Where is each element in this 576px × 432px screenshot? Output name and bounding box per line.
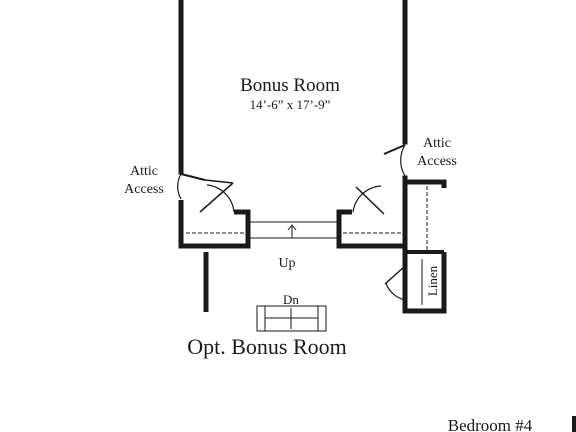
right-landing bbox=[336, 185, 405, 249]
attic-access-left-line2: Access bbox=[124, 182, 164, 197]
stair-down-left-post bbox=[256, 305, 266, 332]
bonus-room-walls bbox=[178, 0, 408, 255]
attic-access-right-line2: Access bbox=[417, 154, 457, 169]
left-landing bbox=[178, 179, 251, 249]
stair-down-symbol bbox=[256, 305, 327, 332]
stair-opening bbox=[248, 221, 339, 239]
linen-door-leaf bbox=[384, 265, 406, 285]
stair-arrow-head bbox=[287, 224, 297, 231]
stair-up-label: Up bbox=[278, 256, 295, 271]
linen-outline bbox=[402, 252, 447, 314]
stair-down-label: Dn bbox=[283, 292, 299, 307]
room-name: Bonus Room bbox=[240, 75, 340, 96]
left-landing-door-arc bbox=[206, 184, 235, 213]
attic-door-left bbox=[177, 173, 206, 200]
left-landing-door-leaf bbox=[199, 182, 234, 213]
closet-top-wall bbox=[405, 179, 447, 188]
linen-door-arc bbox=[385, 282, 406, 301]
right-landing-outline bbox=[336, 209, 405, 249]
right-landing-door-leaf bbox=[355, 186, 385, 215]
room-dimensions: 14’-6” x 17’-9” bbox=[250, 97, 331, 112]
left-landing-door-jamb bbox=[204, 179, 234, 184]
plan-caption: Opt. Bonus Room bbox=[187, 334, 347, 359]
bedroom-label: Bedroom #4 bbox=[448, 416, 533, 432]
attic-access-right-line1: Attic bbox=[423, 136, 451, 151]
attic-door-right bbox=[383, 144, 406, 177]
door-leaf bbox=[383, 144, 406, 155]
door-swing-arc bbox=[400, 144, 406, 177]
door-leaf bbox=[180, 173, 206, 181]
stair-down-right-post bbox=[317, 305, 327, 332]
right-landing-door-arc bbox=[352, 185, 382, 213]
linen-label: Linen bbox=[425, 265, 440, 296]
right-closets bbox=[384, 179, 447, 314]
attic-access-left-line1: Attic bbox=[130, 164, 158, 179]
door-swing-arc bbox=[177, 173, 182, 200]
left-landing-outline bbox=[178, 200, 251, 249]
